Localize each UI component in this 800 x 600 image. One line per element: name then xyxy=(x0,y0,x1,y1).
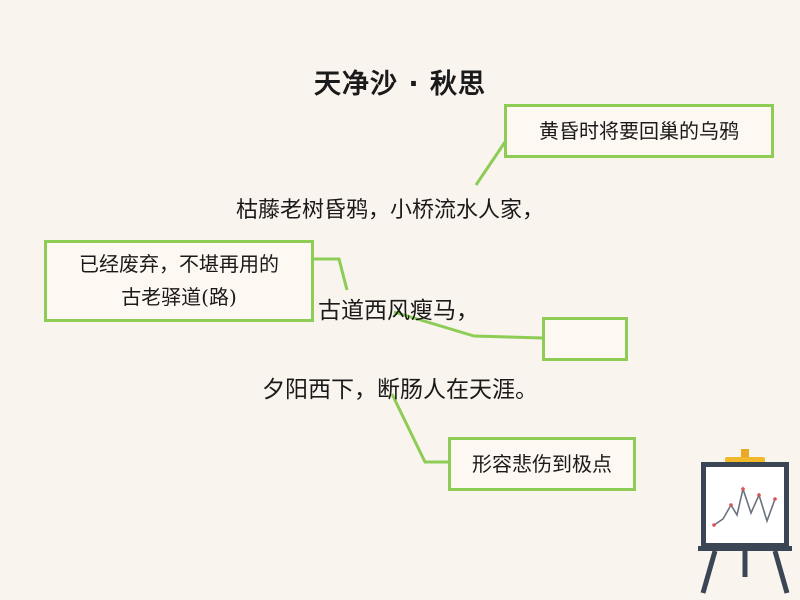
annotation-horse-blank xyxy=(542,317,628,361)
annotation-road-text-1: 已经废弃，不堪再用的 xyxy=(79,252,279,276)
annotation-crow-text: 黄昏时将要回巢的乌鸦 xyxy=(539,118,739,143)
easel-chart-icon xyxy=(698,449,792,594)
connector-heartbroken xyxy=(390,393,450,464)
poem-line-2: 古道西风瘦马， xyxy=(318,298,479,324)
annotation-heartbroken-text: 形容悲伤到极点 xyxy=(472,451,612,476)
poem-line-1: 枯藤老树昏鸦，小桥流水人家， xyxy=(236,198,545,223)
connector-crow xyxy=(474,141,507,186)
annotation-road-text-2: 古老驿道(路) xyxy=(121,285,237,309)
annotation-heartbroken: 形容悲伤到极点 xyxy=(448,437,636,491)
connector-road xyxy=(312,257,349,291)
annotation-road: 已经废弃，不堪再用的 古老驿道(路) xyxy=(44,240,314,322)
poem-line-3: 夕阳西下，断肠人在天涯。 xyxy=(262,377,538,403)
annotation-crow: 黄昏时将要回巢的乌鸦 xyxy=(504,104,774,158)
poem-title: 天净沙 · 秋思 xyxy=(313,69,487,100)
connector-horse xyxy=(393,310,544,340)
